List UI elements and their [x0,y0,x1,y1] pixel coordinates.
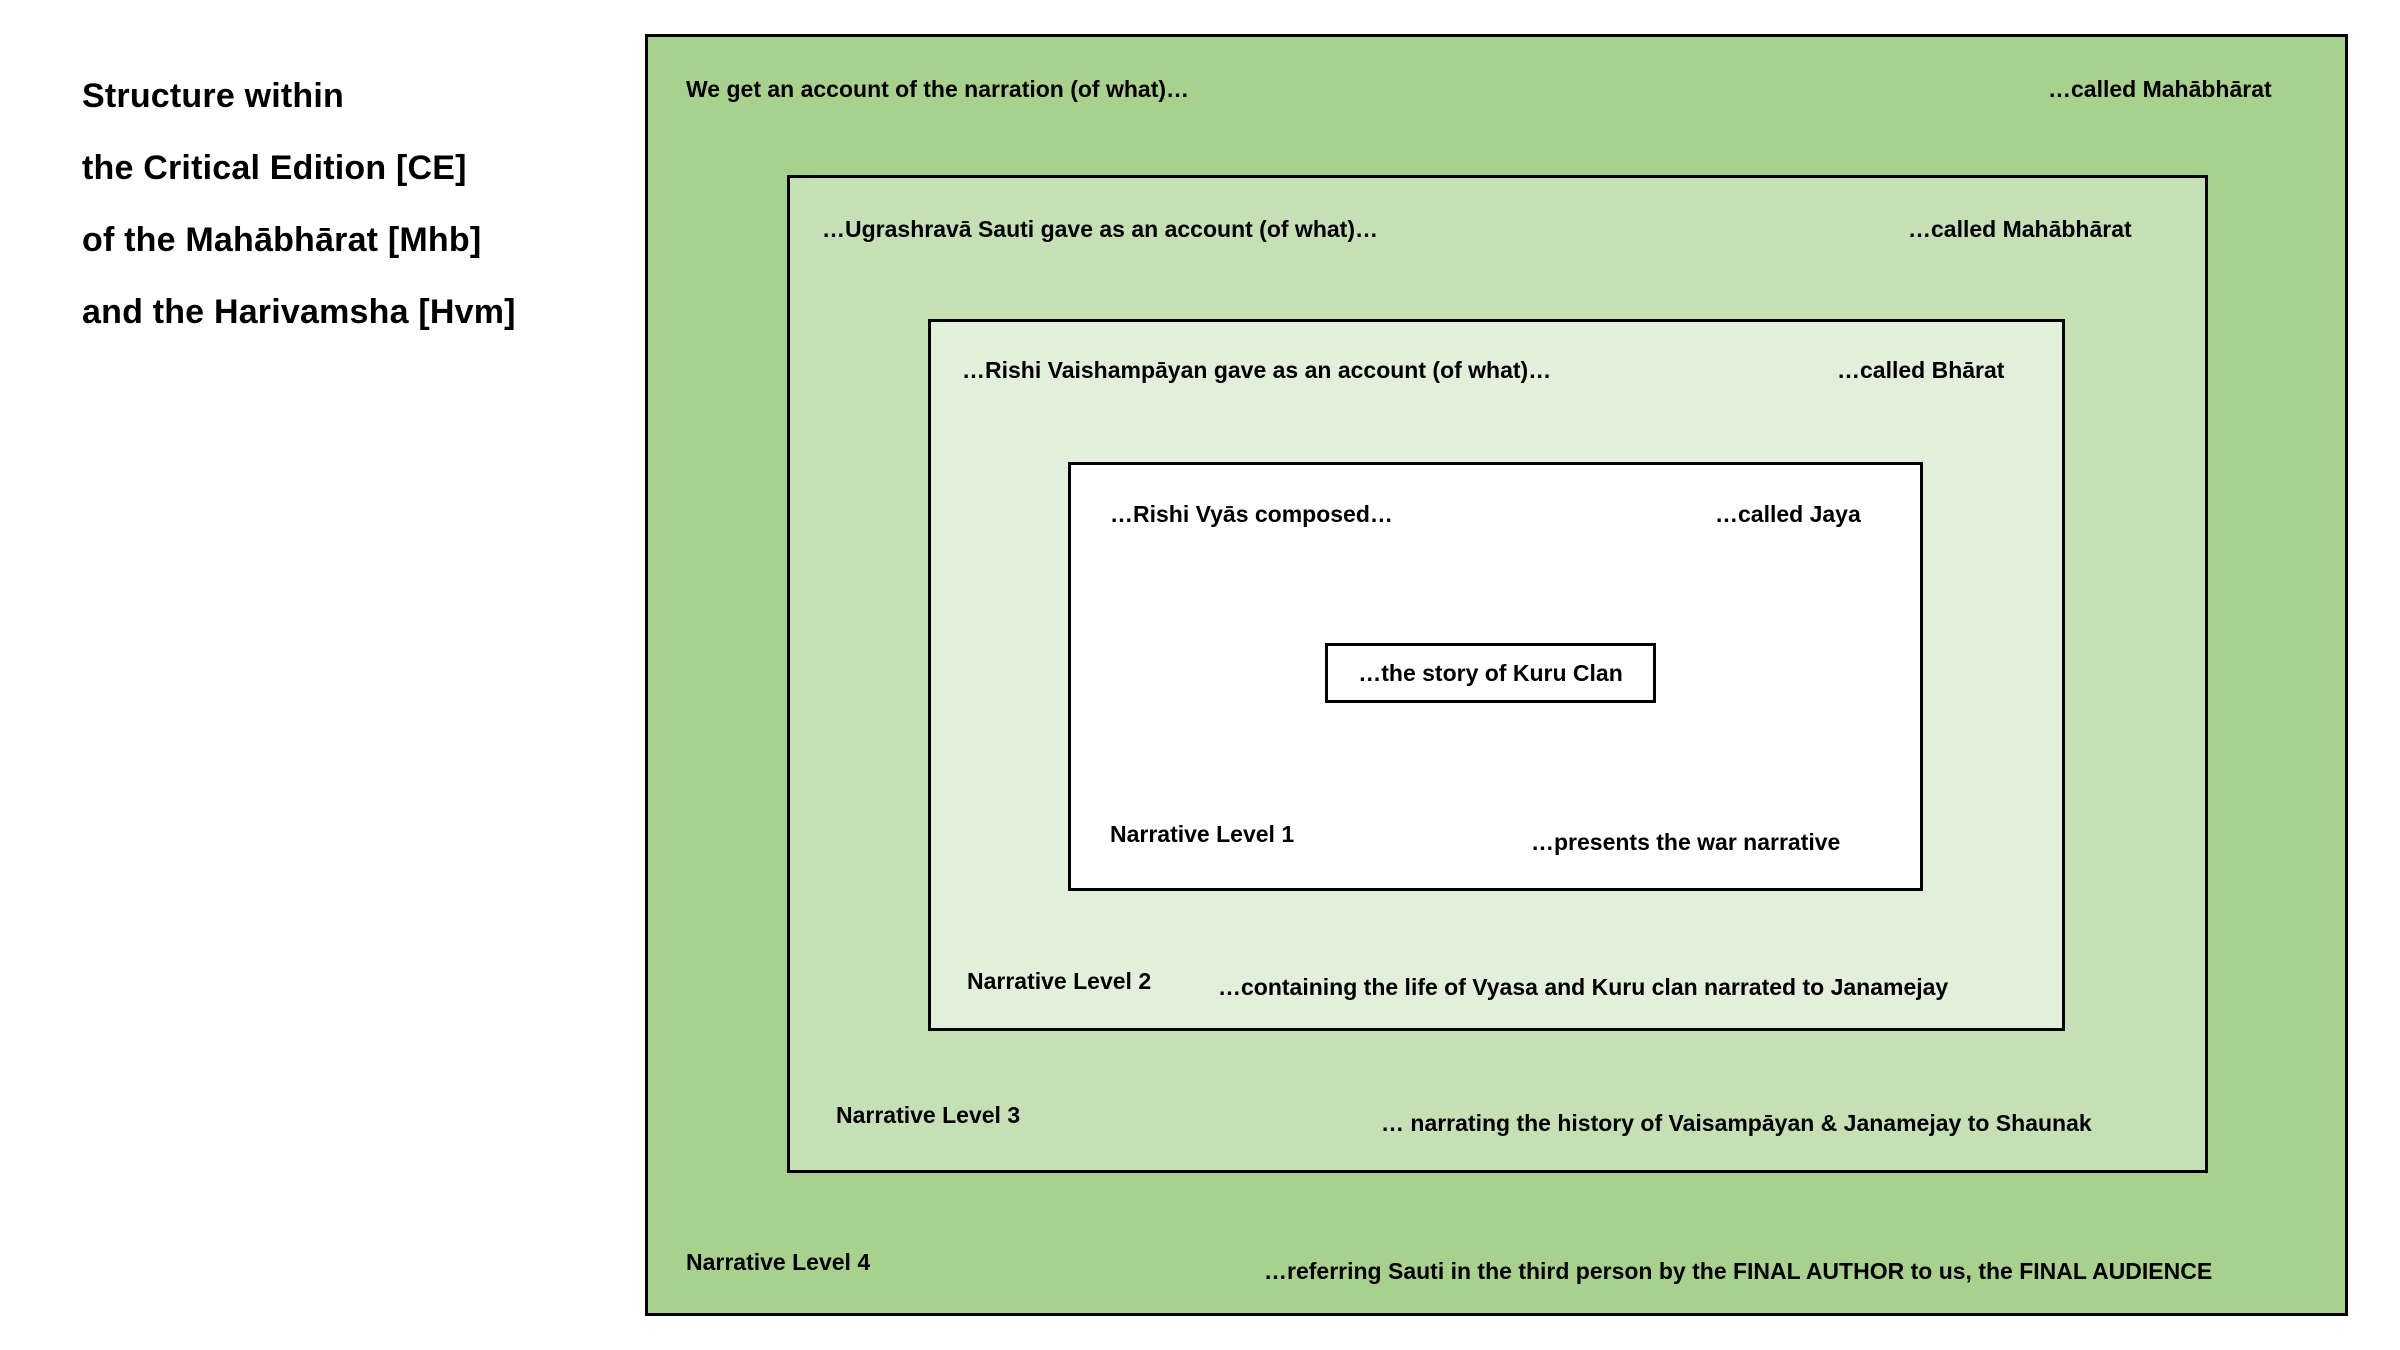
level-4-description: …referring Sauti in the third person by … [1264,1258,2213,1284]
diagram-title: Structure within the Critical Edition [C… [82,60,602,348]
level-1-description: …presents the war narrative [1531,829,1841,855]
level-3-header-right: …called Mahābhārat [1908,216,2132,242]
level-4-header-right: …called Mahābhārat [2048,76,2272,102]
level-3-level-label: Narrative Level 3 [836,1102,1021,1128]
level-1-level-label: Narrative Level 1 [1110,821,1295,847]
title-line-4: and the Harivamsha [Hvm] [82,293,516,331]
level-3-description: … narrating the history of Vaisampāyan &… [1381,1110,2092,1136]
level-2-header-right: …called Bhārat [1837,357,2005,383]
level-2-header-left: …Rishi Vaishampāyan gave as an account (… [962,357,1552,383]
level-3-header-left: …Ugrashravā Sauti gave as an account (of… [822,216,1378,242]
title-line-3: of the Mahābhārat [Mhb] [82,221,482,259]
level-2-description: …containing the life of Vyasa and Kuru c… [1218,974,1949,1000]
level-4-level-label: Narrative Level 4 [686,1249,871,1275]
title-line-2: the Critical Edition [CE] [82,149,467,187]
level-2-level-label: Narrative Level 2 [967,968,1152,994]
kuru-clan-core-box: …the story of Kuru Clan [1325,643,1656,703]
title-line-1: Structure within [82,77,344,115]
level-4-header-left: We get an account of the narration (of w… [686,76,1190,102]
level-1-header-left: …Rishi Vyās composed… [1110,501,1393,527]
level-1-header-right: …called Jaya [1715,501,1861,527]
kuru-clan-core-label: …the story of Kuru Clan [1358,659,1623,686]
